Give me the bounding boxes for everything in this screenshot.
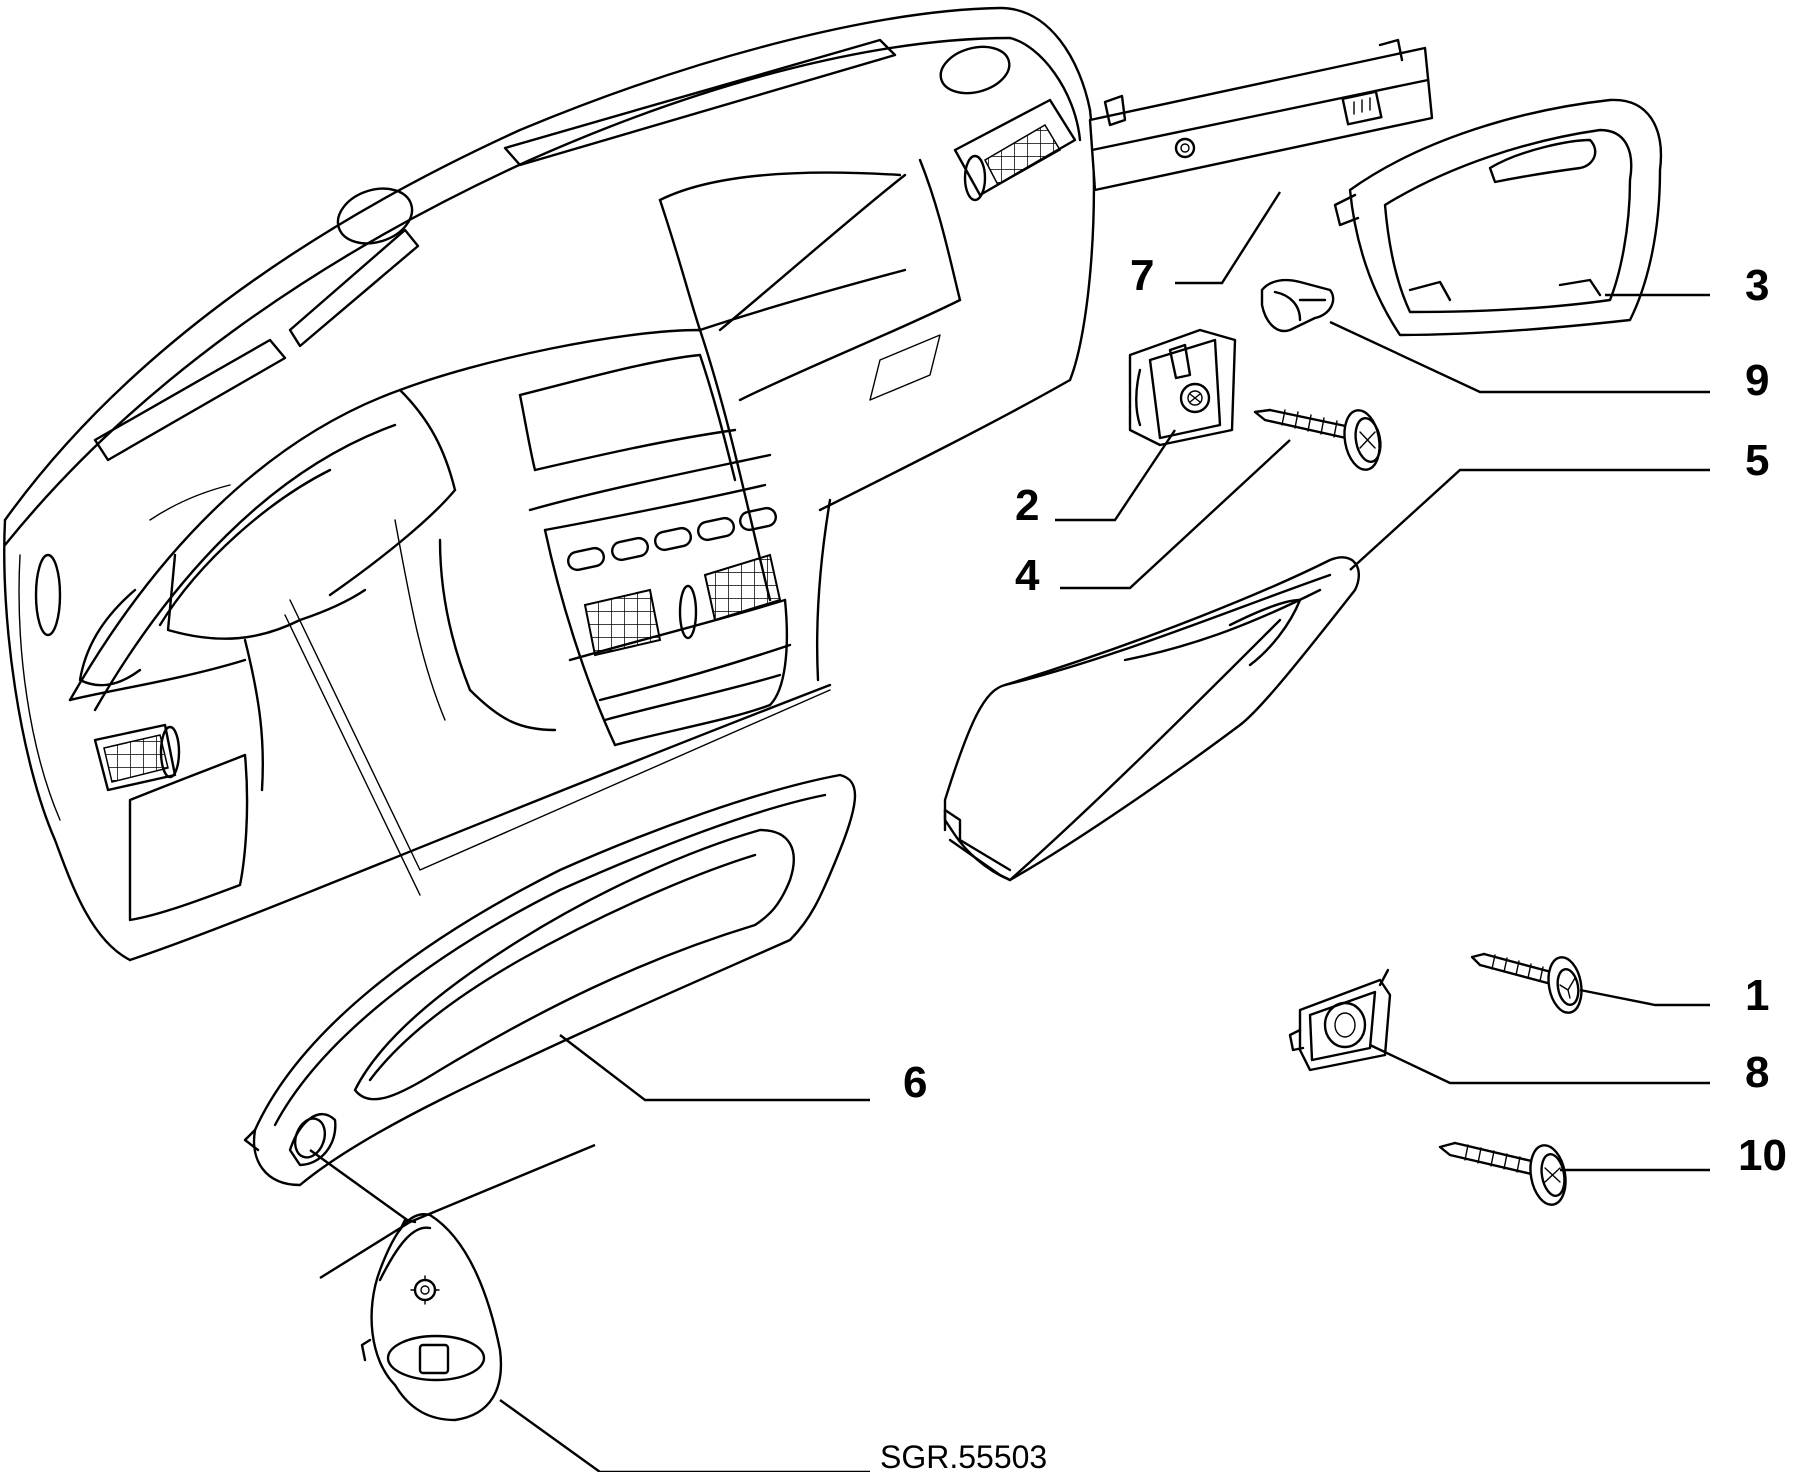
center-console [398, 328, 792, 747]
callout-labels: 7 3 9 5 2 4 6 1 8 10 SGR.55503 [880, 251, 1787, 1472]
part-10-screw [1438, 1141, 1567, 1206]
part-3-cluster-bezel [1333, 98, 1663, 337]
drawing-code: SGR.55503 [880, 1439, 1047, 1472]
callout-4: 4 [1015, 551, 1040, 600]
callout-7: 7 [1130, 251, 1154, 300]
part-1-screw [1470, 952, 1583, 1014]
light-switch-module [360, 1213, 503, 1422]
callout-3: 3 [1745, 261, 1769, 310]
callout-6: 6 [903, 1058, 927, 1107]
leader-lines [309, 191, 1710, 1472]
instrument-cluster-hood [68, 388, 457, 712]
dashboard-assembly [3, 6, 1096, 962]
left-air-vent [93, 723, 181, 792]
part-2-lock [1128, 328, 1237, 447]
callout-2: 2 [1015, 481, 1039, 530]
callout-8: 8 [1745, 1048, 1769, 1097]
callout-1: 1 [1745, 971, 1769, 1020]
part-7-switch-plate [1088, 38, 1434, 192]
callout-9: 9 [1745, 356, 1769, 405]
callout-10: 10 [1738, 1131, 1787, 1180]
defrost-vents [93, 38, 897, 462]
right-air-vent [953, 98, 1077, 202]
part-5-storage-tray [943, 556, 1360, 882]
part-6-dash-trim [243, 773, 857, 1187]
callout-5: 5 [1745, 436, 1769, 485]
part-4-screw [1253, 408, 1382, 471]
part-9-clip [1260, 278, 1335, 333]
part-8-bracket [1288, 968, 1392, 1072]
